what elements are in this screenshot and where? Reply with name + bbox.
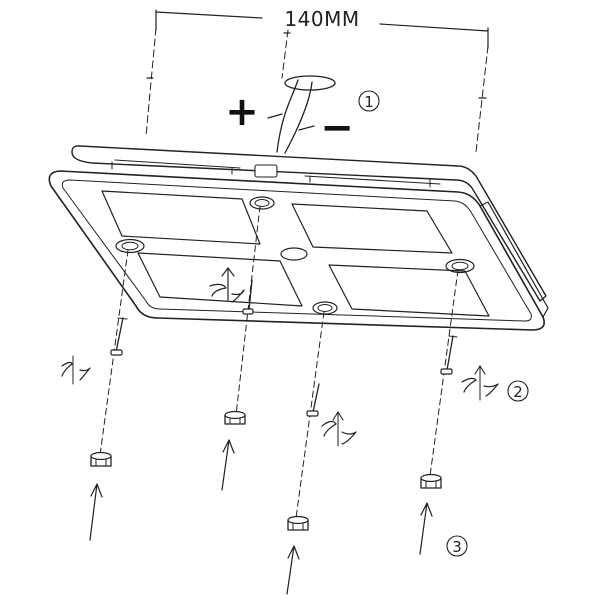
screw-left-assembly [61, 249, 129, 456]
nut-bottom-assembly [286, 515, 309, 595]
plus-sign: + [225, 89, 259, 135]
nut-left [90, 451, 112, 467]
top-plate-outline [71, 145, 547, 302]
step-1-number: 1 [364, 93, 374, 111]
nut-bottom [287, 515, 309, 531]
wire-assembly: + − 1 [225, 75, 380, 154]
wire-negative [284, 81, 313, 154]
top-plate-slot-right [304, 175, 441, 185]
screw-bottom [306, 383, 320, 417]
plate-window-top-left [101, 190, 261, 245]
nut-right-assembly: 3 [419, 473, 468, 557]
center-wire-hole [280, 247, 308, 261]
rotate-screw-icon [61, 355, 91, 385]
screw-hole-top-center [249, 196, 275, 210]
nut-center-assembly [221, 410, 246, 491]
top-plate [71, 145, 547, 302]
plate-window-bottom-right [328, 264, 490, 317]
dimension-line-right [379, 23, 489, 32]
step-2-circled-number-icon: 2 [507, 380, 529, 402]
screw-hole-bottom-center [312, 301, 338, 315]
plate-window-bottom-left [137, 252, 303, 307]
screw-right [440, 335, 458, 375]
screw-bottom-assembly [295, 311, 357, 519]
up-arrow-icon-right [419, 502, 433, 555]
dimension-label: 140MM [284, 7, 359, 31]
step-1-circled-number-icon: 1 [358, 90, 380, 112]
nut-center [224, 410, 246, 425]
step-3-circled-number-icon: 3 [446, 535, 468, 557]
up-arrow-icon-left [89, 483, 103, 541]
dimension-line-left [155, 11, 263, 19]
projection-line-left [145, 27, 157, 137]
screw-center-assembly [209, 205, 261, 416]
plate-window-top-right [291, 203, 453, 254]
top-plate-rim [111, 161, 431, 188]
rotate-screw-icon-bottom [321, 411, 357, 447]
step-2-number: 2 [513, 383, 523, 401]
up-arrow-icon-center [221, 439, 235, 491]
wire-hole-ellipse [284, 75, 336, 91]
mounting-plate [48, 170, 549, 331]
wire-mark-plus [267, 113, 283, 119]
mounting-plate-inner-edge [61, 179, 532, 322]
screw-hole-left [115, 238, 145, 254]
rotate-screw-icon-right [461, 365, 499, 401]
top-plate-slot-left [114, 159, 241, 169]
screw-hole-right [445, 258, 475, 274]
screw-center [242, 279, 254, 315]
top-plate-tab [254, 164, 278, 178]
up-arrow-icon [221, 267, 235, 301]
wire-positive [276, 79, 299, 153]
projection-line-center [281, 29, 289, 79]
nut-right [420, 473, 442, 489]
up-arrow-icon-bottom [286, 545, 300, 595]
mounting-plate-edge-thickness [479, 201, 549, 318]
screw-right-assembly: 2 [429, 269, 529, 477]
screw-left [110, 317, 128, 356]
rotate-screw-icon-center [209, 267, 245, 303]
nut-left-assembly [89, 451, 112, 541]
wire-mark-minus [298, 125, 315, 131]
minus-sign: − [320, 105, 354, 151]
dimension-140mm: 140MM [145, 7, 489, 153]
step-3-number: 3 [452, 538, 462, 556]
projection-line-right [475, 45, 489, 153]
